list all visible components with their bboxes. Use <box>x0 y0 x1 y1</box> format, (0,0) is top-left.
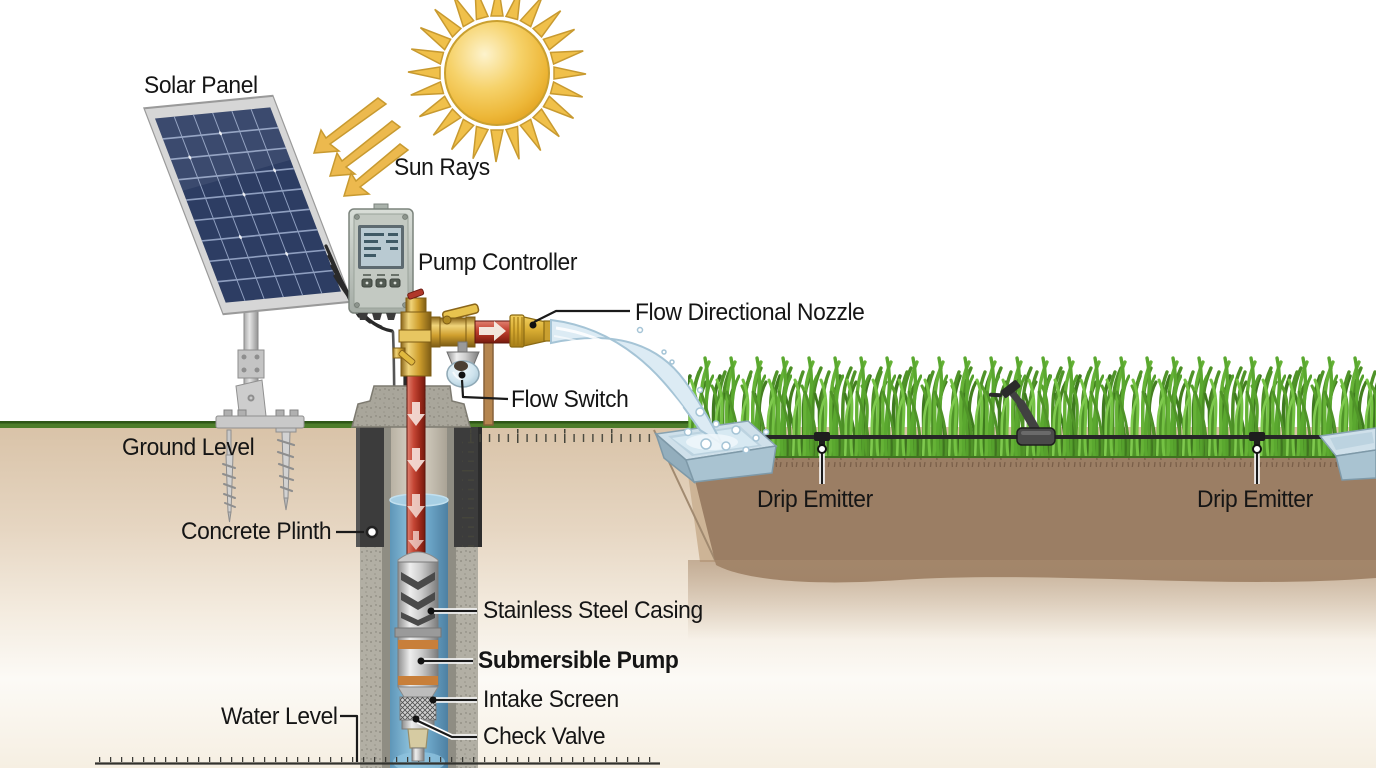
ground-level-label: Ground Level <box>122 434 255 461</box>
flow-switch-label: Flow Switch <box>511 386 629 413</box>
pump-controller-label: Pump Controller <box>418 249 578 276</box>
submersible-pump-part <box>397 636 439 688</box>
drip-line-riser-valve <box>988 380 1056 446</box>
check-valve-label: Check Valve <box>483 723 606 750</box>
soil-cross-section <box>0 427 1376 768</box>
sun-rays-label: Sun Rays <box>394 154 490 181</box>
drip-emitter-right-label: Drip Emitter <box>1197 486 1313 513</box>
solar-panel-label: Solar Panel <box>144 72 258 99</box>
water-level-label: Water Level <box>221 703 338 730</box>
intake-screen-label: Intake Screen <box>483 686 619 713</box>
panel-stand <box>215 302 305 429</box>
sun-ray-arrows <box>312 97 410 197</box>
leader-lines <box>336 309 1262 762</box>
collection-basin-right <box>1318 427 1376 481</box>
drip-emitter-left-label: Drip Emitter <box>757 486 873 513</box>
concrete-plinth-label: Concrete Plinth <box>181 518 332 545</box>
intake-screen-part <box>399 696 437 721</box>
ground-anchor-screws <box>222 425 297 523</box>
flow-directional-nozzle-part <box>509 314 553 348</box>
stainless-steel-casing-label: Stainless Steel Casing <box>483 597 703 624</box>
water-stream <box>550 318 770 454</box>
flow-directional-nozzle-label: Flow Directional Nozzle <box>635 299 865 326</box>
submersible-pump-label: Submersible Pump <box>478 647 679 674</box>
controller-buttons <box>361 274 401 288</box>
ball-valve <box>430 303 480 348</box>
solar-panel <box>143 94 353 316</box>
support-stake <box>483 335 494 426</box>
submersible-pump-assembly <box>394 551 442 762</box>
check-valve-part <box>407 728 429 762</box>
ruler-marks <box>95 429 660 765</box>
pump-controller <box>348 203 414 320</box>
wellhead-plumbing <box>392 288 553 388</box>
stainless-steel-casing-part <box>397 561 439 629</box>
controller-lcd <box>358 225 404 269</box>
sun <box>407 0 587 163</box>
ground-surface-line <box>0 421 692 428</box>
